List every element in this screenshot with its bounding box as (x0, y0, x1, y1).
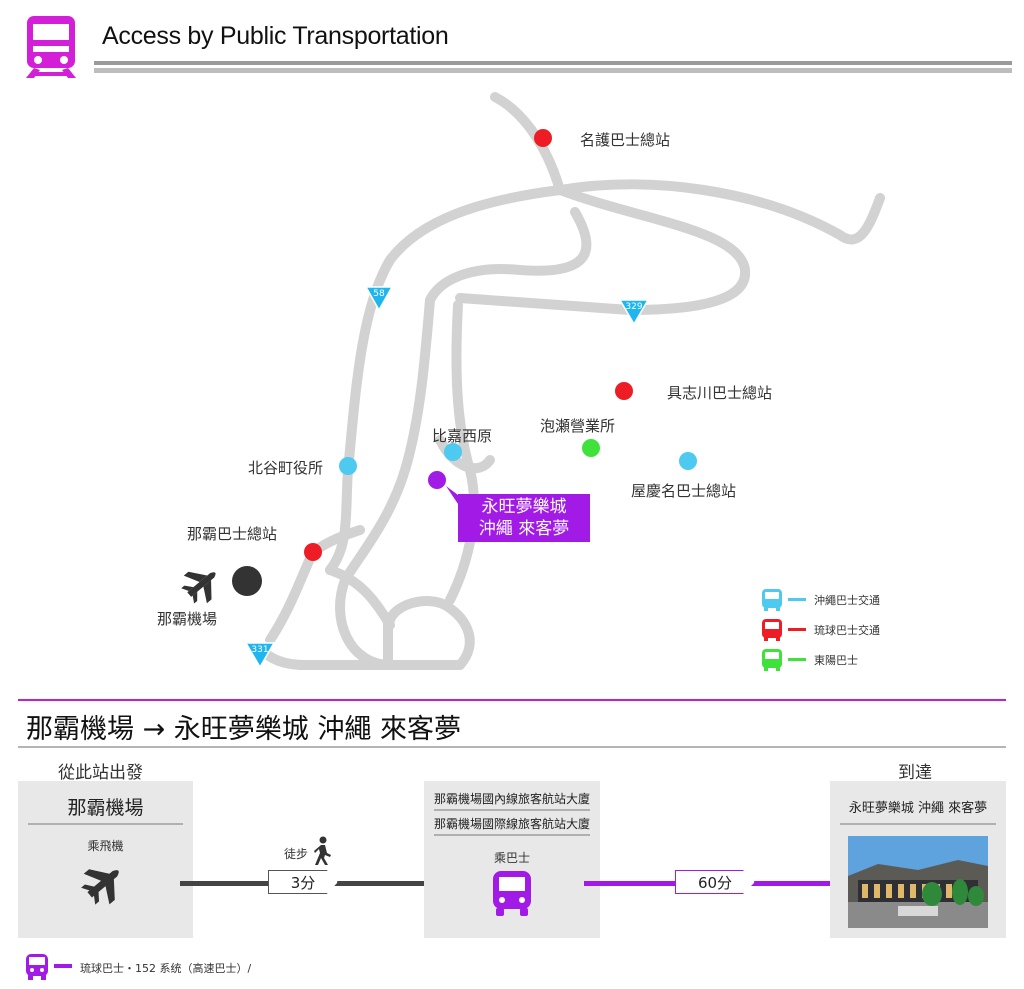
station-dot-nago (534, 129, 552, 147)
bus-icon (762, 589, 806, 611)
section-divider (18, 699, 1006, 701)
header-divider-shadow (94, 68, 1012, 73)
station-dot-chatan (339, 457, 357, 475)
route-title-underline (18, 746, 1006, 748)
origin-mode: 乘飛機 (87, 839, 124, 853)
header-divider (94, 61, 1012, 65)
station-label-nago: 名護巴士總站 (580, 131, 671, 149)
airport-dot (232, 566, 262, 596)
route-shield-58 (364, 286, 394, 312)
depart-label: 從此站出發 (58, 763, 143, 783)
road-ne-loop (455, 185, 751, 315)
route-map (181, 92, 885, 670)
station-dot-higashi (444, 443, 462, 461)
station-dot-yakena (679, 452, 697, 470)
origin-panel: 那霸機場 乘飛機 (18, 781, 193, 938)
road-loop-small (435, 435, 495, 474)
map-legend: 沖繩巴士交通 琉球巴士交通 東陽巴士 (760, 588, 920, 678)
bus-stop-panel: 那霸機場國內線旅客航站大廈 那霸機場國際線旅客航站大廈 乘巴士 (424, 781, 600, 938)
road-sw (308, 525, 395, 630)
bus-stop-divider-2 (434, 834, 590, 836)
station-label-gushikawa: 具志川巴士總站 (667, 384, 773, 402)
legend-label-okinawa-bus: 沖繩巴士交通 (814, 594, 880, 607)
walk-time: 3分 (268, 870, 338, 894)
page-title: Access by Public Transportation (102, 22, 449, 50)
bus-stop-international: 那霸機場國際線旅客航站大廈 (433, 817, 590, 831)
bus-icon (493, 871, 531, 916)
road-west-arc (325, 185, 565, 575)
bus-time: 60分 (675, 870, 755, 894)
destination-line1: 永旺夢樂城 (481, 497, 567, 517)
legend-label-toyo-bus: 東陽巴士 (814, 654, 858, 667)
legend-label-ryukyu-bus: 琉球巴士交通 (814, 624, 880, 637)
road-mid-arc (425, 207, 592, 305)
route-footnote: 琉球巴士・152 系统（高速巴士）/ (80, 962, 252, 975)
bus-stop-mode: 乘巴士 (493, 851, 530, 865)
route-329-label: 329 (625, 302, 643, 312)
route-title: 那霸機場 → 永旺夢樂城 沖繩 來客夢 (26, 714, 461, 745)
station-dot-awase (582, 439, 600, 457)
station-dot-destination (428, 471, 446, 489)
bus-stop-divider-1 (434, 809, 590, 811)
destination-name: 永旺夢樂城 沖繩 來客夢 (848, 801, 988, 816)
airplane-icon (81, 869, 119, 905)
origin-name: 那霸機場 (67, 797, 144, 819)
destination-callout: 永旺夢樂城 沖繩 來客夢 (458, 494, 590, 542)
walking-person-icon (314, 836, 331, 865)
bus-icon (26, 954, 72, 980)
road-east (555, 179, 885, 245)
road-north (490, 92, 565, 195)
route-331-label: 331 (251, 645, 269, 655)
bus-icon (762, 619, 806, 641)
route-shield-329 (618, 299, 650, 326)
station-label-awase: 泡瀬營業所 (540, 417, 616, 435)
destination-panel: 永旺夢樂城 沖繩 來客夢 (830, 781, 1006, 938)
bus-icon (762, 649, 806, 671)
train-icon (26, 16, 76, 78)
mall-exterior-photo (848, 836, 988, 928)
arrive-label: 到達 (898, 763, 932, 783)
road-center (335, 295, 475, 670)
route-shield-331 (244, 642, 276, 669)
bus-stop-domestic: 那霸機場國內線旅客航站大廈 (433, 792, 590, 806)
station-dot-naha-bus (304, 543, 322, 561)
station-label-yakena: 屋慶名巴士總站 (631, 482, 737, 500)
walk-label: 徒步 (284, 847, 309, 861)
route-58-label: 58 (373, 289, 385, 299)
airplane-icon (181, 571, 216, 604)
station-dot-gushikawa (615, 382, 633, 400)
station-label-higashi: 比嘉西原 (432, 427, 493, 445)
destination-divider (840, 823, 996, 825)
destination-line2: 沖繩 來客夢 (478, 519, 570, 539)
origin-divider (28, 823, 183, 825)
station-label-naha-bus: 那霸巴士總站 (187, 525, 278, 543)
station-label-chatan: 北谷町役所 (248, 459, 324, 477)
station-label-naha-airport: 那霸機場 (157, 610, 218, 628)
